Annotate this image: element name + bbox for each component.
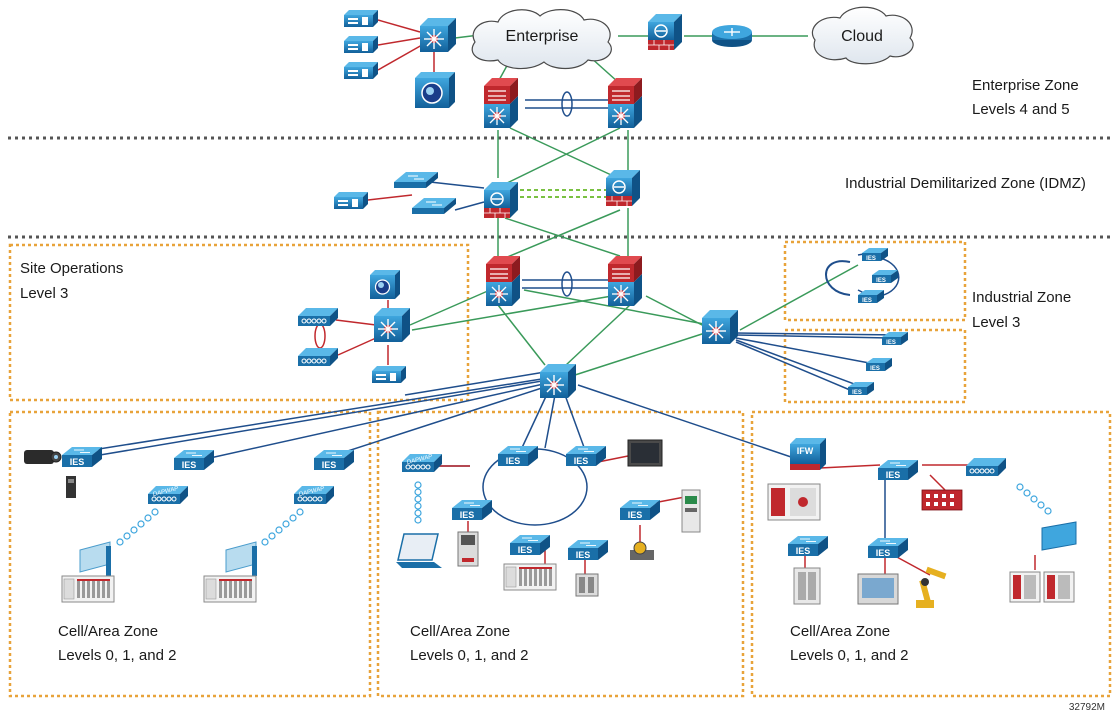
idmz-switch-lower: [411, 197, 457, 215]
idmz-firewall-left: [483, 181, 519, 219]
cell-area-zone-1-levels: Levels 0, 1, and 2: [58, 647, 177, 664]
device-text-labels: IES IES IES IES IES IES IES IES IES IES …: [70, 456, 901, 560]
ies-label: IES: [518, 545, 533, 555]
ies-label: IES: [70, 457, 85, 467]
ifw-label: IFW: [797, 446, 814, 456]
site-ops-security-appliance: [370, 270, 400, 299]
cell-area-zone-box-3: [750, 410, 1112, 698]
enterprise-cloud-label: Enterprise: [506, 28, 579, 45]
cell3-io-modules: [1009, 571, 1075, 603]
enterprise-cloud: Enterprise: [471, 9, 612, 70]
green-links: [409, 29, 859, 376]
site-ops-switch-lower: [297, 347, 339, 367]
cell2-controller: [503, 563, 557, 591]
enterprise-distribution-switch: [419, 17, 457, 53]
internet-cloud: Cloud: [811, 6, 914, 65]
ies-label: IES: [506, 456, 521, 466]
cell-area-zone-1-title: Cell/Area Zone: [58, 623, 159, 640]
industrial-distribution-switch-center: [539, 363, 577, 399]
enterprise-server-1: [344, 10, 378, 27]
enterprise-zone-title: Enterprise Zone: [972, 77, 1079, 94]
camera-icon: [24, 450, 62, 464]
ies-label: IES: [796, 546, 811, 556]
cell-area-zone-3-levels: Levels 0, 1, and 2: [790, 647, 909, 664]
cell3-drive-icon: [793, 567, 821, 605]
ies-label: IES: [866, 256, 876, 262]
industrial-zone-level: Level 3: [972, 314, 1021, 331]
edge-router: [711, 24, 753, 48]
site-ops-server: [372, 366, 406, 383]
idmz-firewall-right: [605, 169, 641, 207]
idmz-server: [334, 192, 368, 209]
cell-area-zone-2-levels: Levels 0, 1, and 2: [410, 647, 529, 664]
industrial-zone-ies-group: [848, 248, 908, 395]
ies-label: IES: [876, 548, 891, 558]
ies-label: IES: [886, 340, 896, 346]
cell3-hmi-icon: [857, 573, 899, 605]
laptop-icon: [396, 533, 442, 568]
site-operations-box: [8, 243, 470, 402]
ies-label: IES: [182, 460, 197, 470]
cell1-controller-2: [203, 575, 257, 603]
ies-label: IES: [574, 456, 589, 466]
cell3-wireless-client: [1041, 521, 1077, 551]
ies-label: IES: [322, 460, 337, 470]
site-operations-title: Site Operations: [20, 260, 124, 277]
idmz-switch-upper: [393, 171, 439, 189]
edge-firewall: [647, 13, 683, 51]
sensor-device-icon: [66, 476, 76, 498]
industrial-distribution-switch-right: [701, 309, 739, 345]
ies-label: IES: [886, 470, 901, 480]
figure-id: 32792M: [1068, 702, 1105, 713]
blue-links: [79, 99, 901, 540]
industrial-core-switch-right: [607, 255, 643, 307]
enterprise-server-3: [344, 62, 378, 79]
industrial-zone-box-lower: [783, 328, 967, 404]
cell-area-zone-box-2: [376, 410, 745, 698]
ies-label: IES: [862, 298, 872, 304]
enterprise-core-switch-left: [483, 77, 519, 129]
hmi-panel-icon: [627, 439, 663, 467]
cell-area-zone-2-title: Cell/Area Zone: [410, 623, 511, 640]
idmz-title: Industrial Demilitarized Zone (IDMZ): [845, 175, 1086, 192]
cell1-wireless-client-1: [79, 541, 112, 577]
cell1-wireless-client-2: [225, 541, 258, 577]
small-ies-text-labels: IES IES IES IES IES IES: [852, 256, 896, 396]
enterprise-security-appliance: [415, 72, 455, 108]
ies-label: IES: [628, 510, 643, 520]
cloud-label: Cloud: [841, 28, 883, 45]
site-operations-level: Level 3: [20, 285, 69, 302]
cell3-red-io: [921, 489, 963, 511]
enterprise-zone-levels: Levels 4 and 5: [972, 101, 1070, 118]
enterprise-server-2: [344, 36, 378, 53]
industrial-zone-box-upper: [783, 240, 967, 322]
site-ops-switch-upper: [297, 307, 339, 327]
ies-label: IES: [460, 510, 475, 520]
green-dashed-idmz-link: [520, 189, 610, 198]
ies-label: IES: [576, 550, 591, 560]
handheld-device-icon: [457, 531, 479, 567]
site-ops-distribution-switch: [373, 307, 411, 343]
flowmeter-icon: [630, 541, 654, 560]
industrial-firewall-icon: IFW: [790, 438, 826, 470]
cell1-controller-1: [61, 575, 115, 603]
cell-area-zone-3-title: Cell/Area Zone: [790, 623, 891, 640]
enterprise-core-switch-right: [607, 77, 643, 129]
drive-icon: [681, 489, 701, 533]
cell2-io-module: [575, 573, 599, 597]
industrial-zone-title: Industrial Zone: [972, 289, 1072, 306]
ies-label: IES: [876, 278, 886, 284]
wireless-signals: [116, 481, 1052, 546]
cell3-wap: [965, 457, 1007, 477]
industrial-core-switch-left: [485, 255, 521, 307]
cell3-controller-red: [767, 483, 821, 521]
zone-boxes: [8, 240, 1112, 698]
robot-arm-icon: [916, 566, 947, 608]
cell-area-zone-box-1: [8, 410, 372, 698]
ies-label: IES: [852, 390, 862, 396]
ies-label: IES: [870, 366, 880, 372]
